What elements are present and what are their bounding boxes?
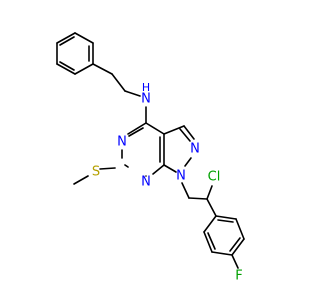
chloroethyl-chain: [181, 182, 217, 217]
bond: [74, 32, 94, 44]
bond: [74, 63, 94, 75]
bond: [128, 127, 144, 137]
bond: [188, 197, 208, 200]
phenyl-ring: [56, 32, 94, 75]
bond: [203, 215, 217, 233]
structure-diagram: N H N N N N S Cl F: [56, 32, 245, 284]
bond: [163, 164, 177, 173]
bond: [231, 254, 239, 269]
pyrimidine-ring: [121, 122, 165, 177]
bond: [124, 164, 129, 168]
bond: [235, 218, 245, 240]
bond: [111, 73, 126, 92]
bond: [207, 232, 216, 250]
pyrazole-nitrogen-1-label: N: [190, 142, 200, 157]
pyrazole-nitrogen-2-label: N: [176, 169, 186, 184]
bond: [59, 61, 75, 71]
fluorophenyl-ring: [203, 215, 245, 269]
pyrazole-ring: [163, 125, 195, 173]
bond: [124, 90, 141, 97]
bond: [217, 219, 234, 223]
fluorine-label: F: [235, 269, 242, 284]
molecule-canvas: N H N N N N S Cl F: [56, 32, 245, 284]
bond: [211, 251, 233, 256]
methylthio-group: [73, 167, 116, 185]
bond: [231, 238, 245, 256]
ethyl-linker: [92, 63, 141, 97]
bond: [181, 182, 190, 199]
sulfur-label: S: [92, 165, 100, 180]
bond: [127, 122, 147, 135]
bond: [215, 215, 237, 220]
bond: [163, 125, 185, 135]
bond: [92, 63, 113, 75]
pyrimidine-nitrogen-2-label: N: [141, 175, 151, 190]
bond: [56, 63, 76, 75]
bond: [145, 122, 165, 135]
bond: [73, 175, 89, 185]
bond: [206, 198, 217, 217]
chlorine-label: Cl: [208, 170, 221, 185]
bond: [59, 36, 75, 46]
bond: [179, 128, 191, 142]
bond: [203, 231, 213, 253]
bond: [152, 164, 165, 175]
pyrimidine-nitrogen-1-label: N: [117, 135, 127, 150]
amine-hydrogen-label: H: [142, 81, 150, 94]
bond: [56, 32, 76, 44]
bond: [183, 125, 195, 140]
bond: [99, 167, 116, 170]
amine-nitrogen-label: N: [141, 92, 151, 107]
bond: [229, 237, 241, 252]
bond: [184, 157, 192, 167]
bond: [206, 185, 213, 200]
